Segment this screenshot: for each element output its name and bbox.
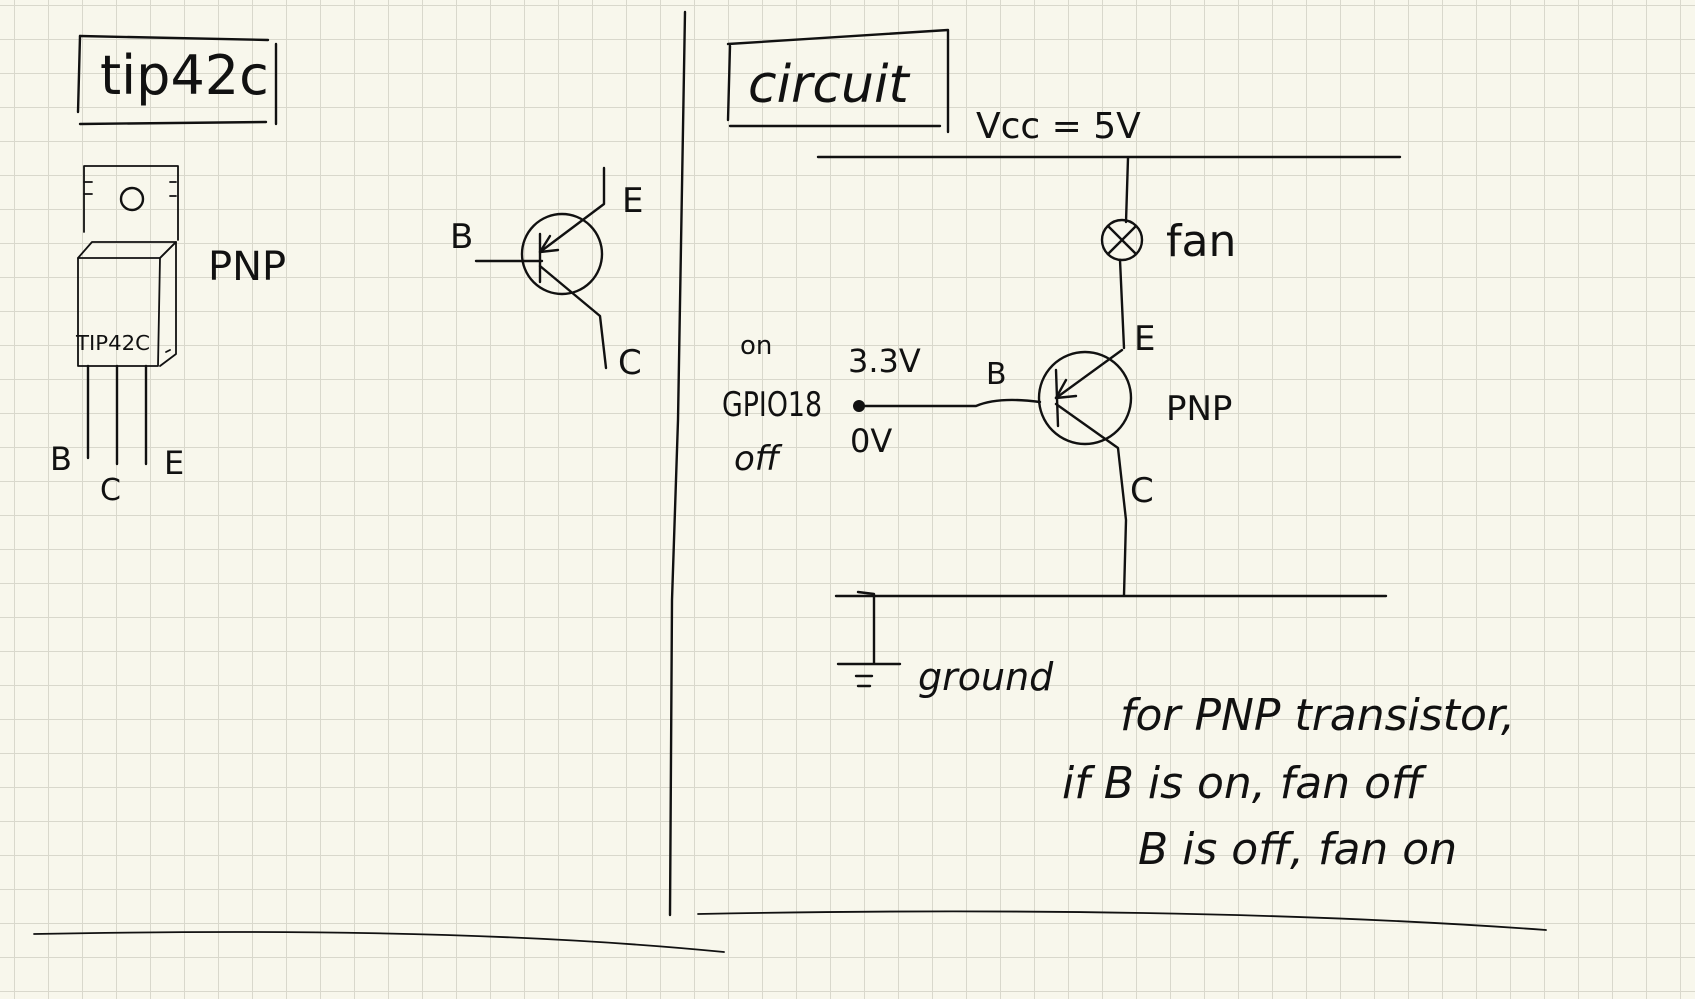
to220-package-drawing: TIP42C B C E: [50, 165, 184, 508]
fan-label: fan: [1166, 216, 1236, 267]
note-line-3: B is off, fan on: [1138, 824, 1457, 875]
rule-left: [33, 931, 725, 953]
note-line-2: if B is on, fan off: [1062, 758, 1427, 809]
note-line-1: for PNP transistor,: [1120, 690, 1515, 741]
symbol-base-label: B: [450, 217, 473, 257]
symbol-collector-label: C: [618, 343, 642, 383]
pin-b-label: B: [50, 440, 72, 478]
fan-symbol: [1100, 218, 1144, 262]
pnp-note: for PNP transistor, if B is on, fan off …: [1062, 690, 1515, 875]
circuit-pnp-label: PNP: [1166, 389, 1232, 429]
vcc-label: Vcc = 5V: [976, 106, 1141, 147]
pnp-transistor-symbol: B E C: [450, 166, 643, 383]
ground-symbol: [836, 590, 902, 688]
type-label-pnp: PNP: [208, 244, 286, 290]
pin-c-label: C: [100, 473, 121, 508]
mounting-hole: [119, 186, 145, 212]
circuit-collector-label: C: [1130, 471, 1154, 511]
tip42c-title-box: tip42c: [76, 34, 278, 126]
circuit-pnp-transistor: E C B PNP: [986, 319, 1232, 597]
circuit-base-label: B: [986, 357, 1007, 392]
gpio-label: GPIO18: [722, 385, 822, 425]
circuit-title: circuit: [748, 55, 910, 115]
circuit-emitter-label: E: [1134, 319, 1155, 359]
rule-right: [697, 910, 1547, 931]
voltage-high-label: 3.3V: [848, 342, 921, 380]
gpio-on-label: on: [740, 331, 772, 361]
voltage-low-label: 0V: [850, 422, 892, 460]
pin-e-label: E: [164, 444, 184, 482]
tip42c-title: tip42c: [100, 44, 269, 107]
ground-label: ground: [918, 655, 1054, 699]
package-marking: TIP42C: [75, 331, 150, 355]
divider-vertical: [668, 10, 687, 917]
symbol-emitter-label: E: [622, 181, 643, 221]
gpio-off-label: off: [734, 439, 783, 479]
circuit-title-box: circuit: [726, 28, 950, 134]
